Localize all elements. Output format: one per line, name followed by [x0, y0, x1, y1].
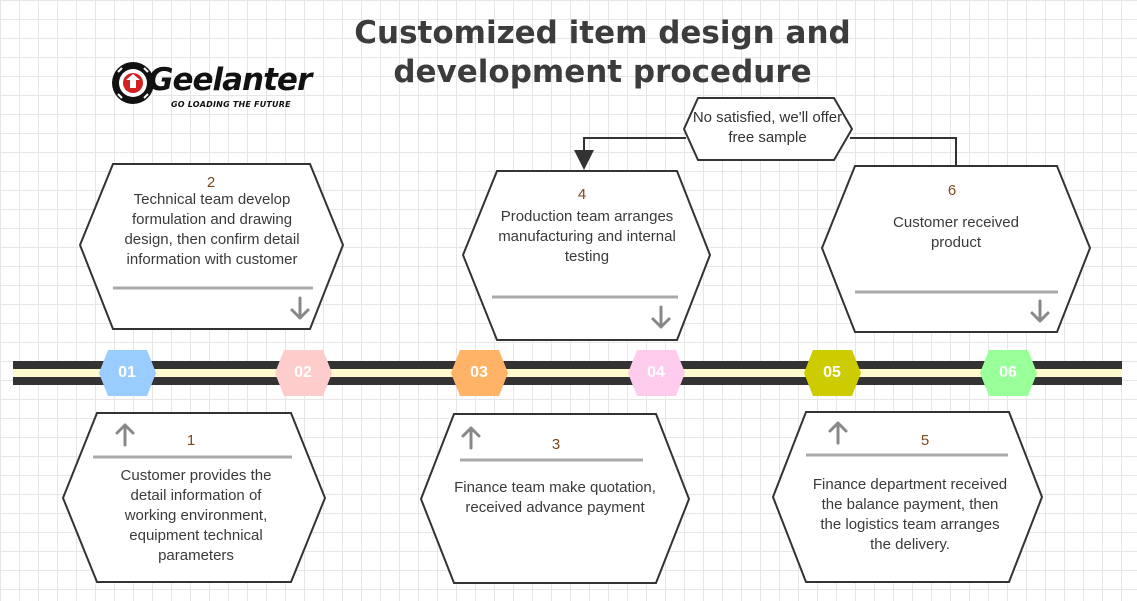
step-4-text: Production team arranges manufacturing a…: [498, 208, 676, 265]
badge-06: 06: [999, 364, 1017, 381]
badge-01-shape: [99, 350, 156, 396]
page-title: Customized item design and development p…: [354, 15, 851, 90]
step-4-number: 4: [577, 186, 587, 203]
step-6-number: 6: [947, 182, 957, 199]
down-arrow-icon: [651, 305, 671, 329]
badge-03-shape: [451, 350, 508, 396]
callout-shape: [682, 97, 854, 161]
step-5-text: Finance department received the balance …: [812, 476, 1008, 553]
feedback-connector: [574, 137, 957, 170]
badge-06-shape: [980, 350, 1037, 396]
step-6-text: Customer received product: [893, 214, 1019, 251]
up-arrow-icon: [461, 426, 481, 450]
timeline-stripe: [13, 369, 1122, 377]
step-1-number: 1: [186, 432, 196, 449]
badge-05: 05: [823, 364, 841, 381]
down-arrow-icon: [1030, 299, 1050, 323]
down-arrow-icon: [290, 296, 310, 320]
up-arrow-icon: [828, 421, 848, 445]
badge-04-shape: [628, 350, 685, 396]
step-3-number: 3: [551, 436, 561, 453]
badge-03: 03: [470, 364, 488, 381]
step-1-shape: [61, 412, 327, 583]
step-1-text: Customer provides the detail information…: [120, 467, 272, 564]
step-5-number: 5: [920, 432, 930, 449]
badge-05-shape: [804, 350, 861, 396]
tire-logo-icon: [112, 62, 154, 104]
badge-01: 01: [118, 364, 136, 381]
badge-02-shape: [275, 350, 332, 396]
logo-tagline: GO LOADING THE FUTURE: [171, 100, 291, 109]
badge-04: 04: [647, 364, 665, 381]
feedback-callout: No satisfied, we'll offer free sample: [692, 109, 843, 146]
step-2-text: Technical team develop formulation and d…: [124, 191, 300, 268]
up-arrow-icon: [115, 423, 135, 447]
badge-02: 02: [294, 364, 312, 381]
step-3-shape: [419, 413, 691, 584]
step-3-text: Finance team make quotation, received ad…: [454, 479, 656, 516]
logo-wordmark: Geelanter: [148, 62, 312, 98]
company-logo: Geelanter GO LOADING THE FUTURE: [108, 58, 323, 114]
step-2-number: 2: [206, 174, 216, 191]
